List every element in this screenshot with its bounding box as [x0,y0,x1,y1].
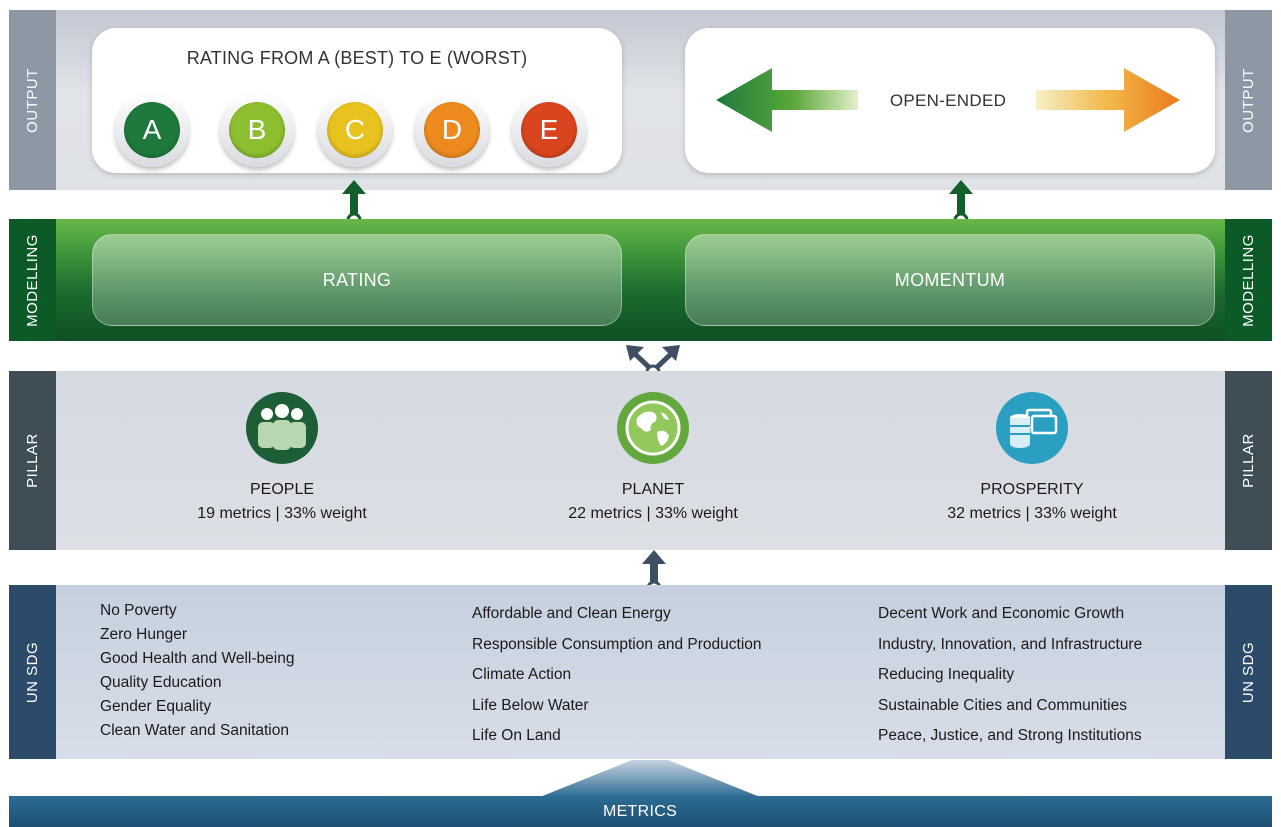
sdg-item: Gender Equality [100,698,212,715]
rating-model-box: RATING [92,234,622,326]
sdg-item: Life On Land [472,727,561,744]
sdg-column-people: No Poverty Zero Hunger Good Health and W… [100,599,294,743]
metrics-label: METRICS [602,803,678,820]
sdg-item: Decent Work and Economic Growth [878,605,1125,622]
globe-icon [617,392,689,464]
metrics-band [9,796,1272,827]
modelling-side-label-left: MODELLING [9,219,56,341]
coins-icon [996,392,1068,464]
open-ended-arrows [716,68,1180,132]
arrow-right-orange [1036,68,1180,132]
pillar-planet-name: PLANET [621,481,685,498]
people-icon [246,392,318,464]
sdg-side-label-left: UN SDG [9,585,56,759]
sdg-column-planet: Affordable and Clean Energy Responsible … [472,599,762,752]
rating-scale-title: RATING FROM A (BEST) TO E (WORST) [186,48,528,68]
sdg-item: Sustainable Cities and Communities [878,696,1127,714]
pillar-side-label-left: PILLAR [9,371,56,550]
grade-b-badge: B [220,93,294,167]
sdg-band [9,585,1272,759]
sdg-item: Responsible Consumption and Production [472,635,762,653]
sdg-item: Peace, Justice, and Strong Institutions [878,727,1142,744]
modelling-side-label-right: MODELLING [1225,219,1272,341]
pillar-planet-meta: 22 metrics | 33% weight [568,505,738,522]
pillar-people-name: PEOPLE [249,481,315,498]
output-side-label-right: OUTPUT [1225,10,1272,190]
pillar-people-meta: 19 metrics | 33% weight [197,505,367,522]
sdg-item: Zero Hunger [100,626,188,643]
pillar-side-label-right: PILLAR [1225,371,1272,550]
metrics-peak [540,760,760,797]
sdg-item: Quality Education [100,674,222,691]
sdg-item: Life Below Water [472,696,589,714]
sdg-side-label-right: UN SDG [1225,585,1272,759]
arrow-left-green [716,68,858,132]
sdg-item: No Poverty [100,602,177,619]
pillar-prosperity-name: PROSPERITY [980,481,1084,498]
sdg-column-prosperity: Decent Work and Economic Growth Industry… [878,599,1142,752]
sdg-item: Reducing Inequality [878,666,1015,683]
sdg-item: Industry, Innovation, and Infrastructure [878,635,1143,653]
sdg-item: Affordable and Clean Energy [472,605,671,622]
grade-e-badge: E [512,93,586,167]
grade-d-badge: D [415,93,489,167]
open-ended-label: OPEN-ENDED [889,91,1007,110]
grade-a-badge: A [115,93,189,167]
momentum-model-box: MOMENTUM [685,234,1215,326]
sdg-item: Climate Action [472,666,572,683]
output-side-label-left: OUTPUT [9,10,56,190]
pillar-prosperity-meta: 32 metrics | 33% weight [947,505,1117,522]
modelling-band [9,219,1272,341]
grade-c-badge: C [318,93,392,167]
sdg-item: Good Health and Well-being [100,650,295,667]
rating-output-card: RATING FROM A (BEST) TO E (WORST) A B C … [92,28,622,173]
sdg-item: Clean Water and Sanitation [100,722,289,739]
